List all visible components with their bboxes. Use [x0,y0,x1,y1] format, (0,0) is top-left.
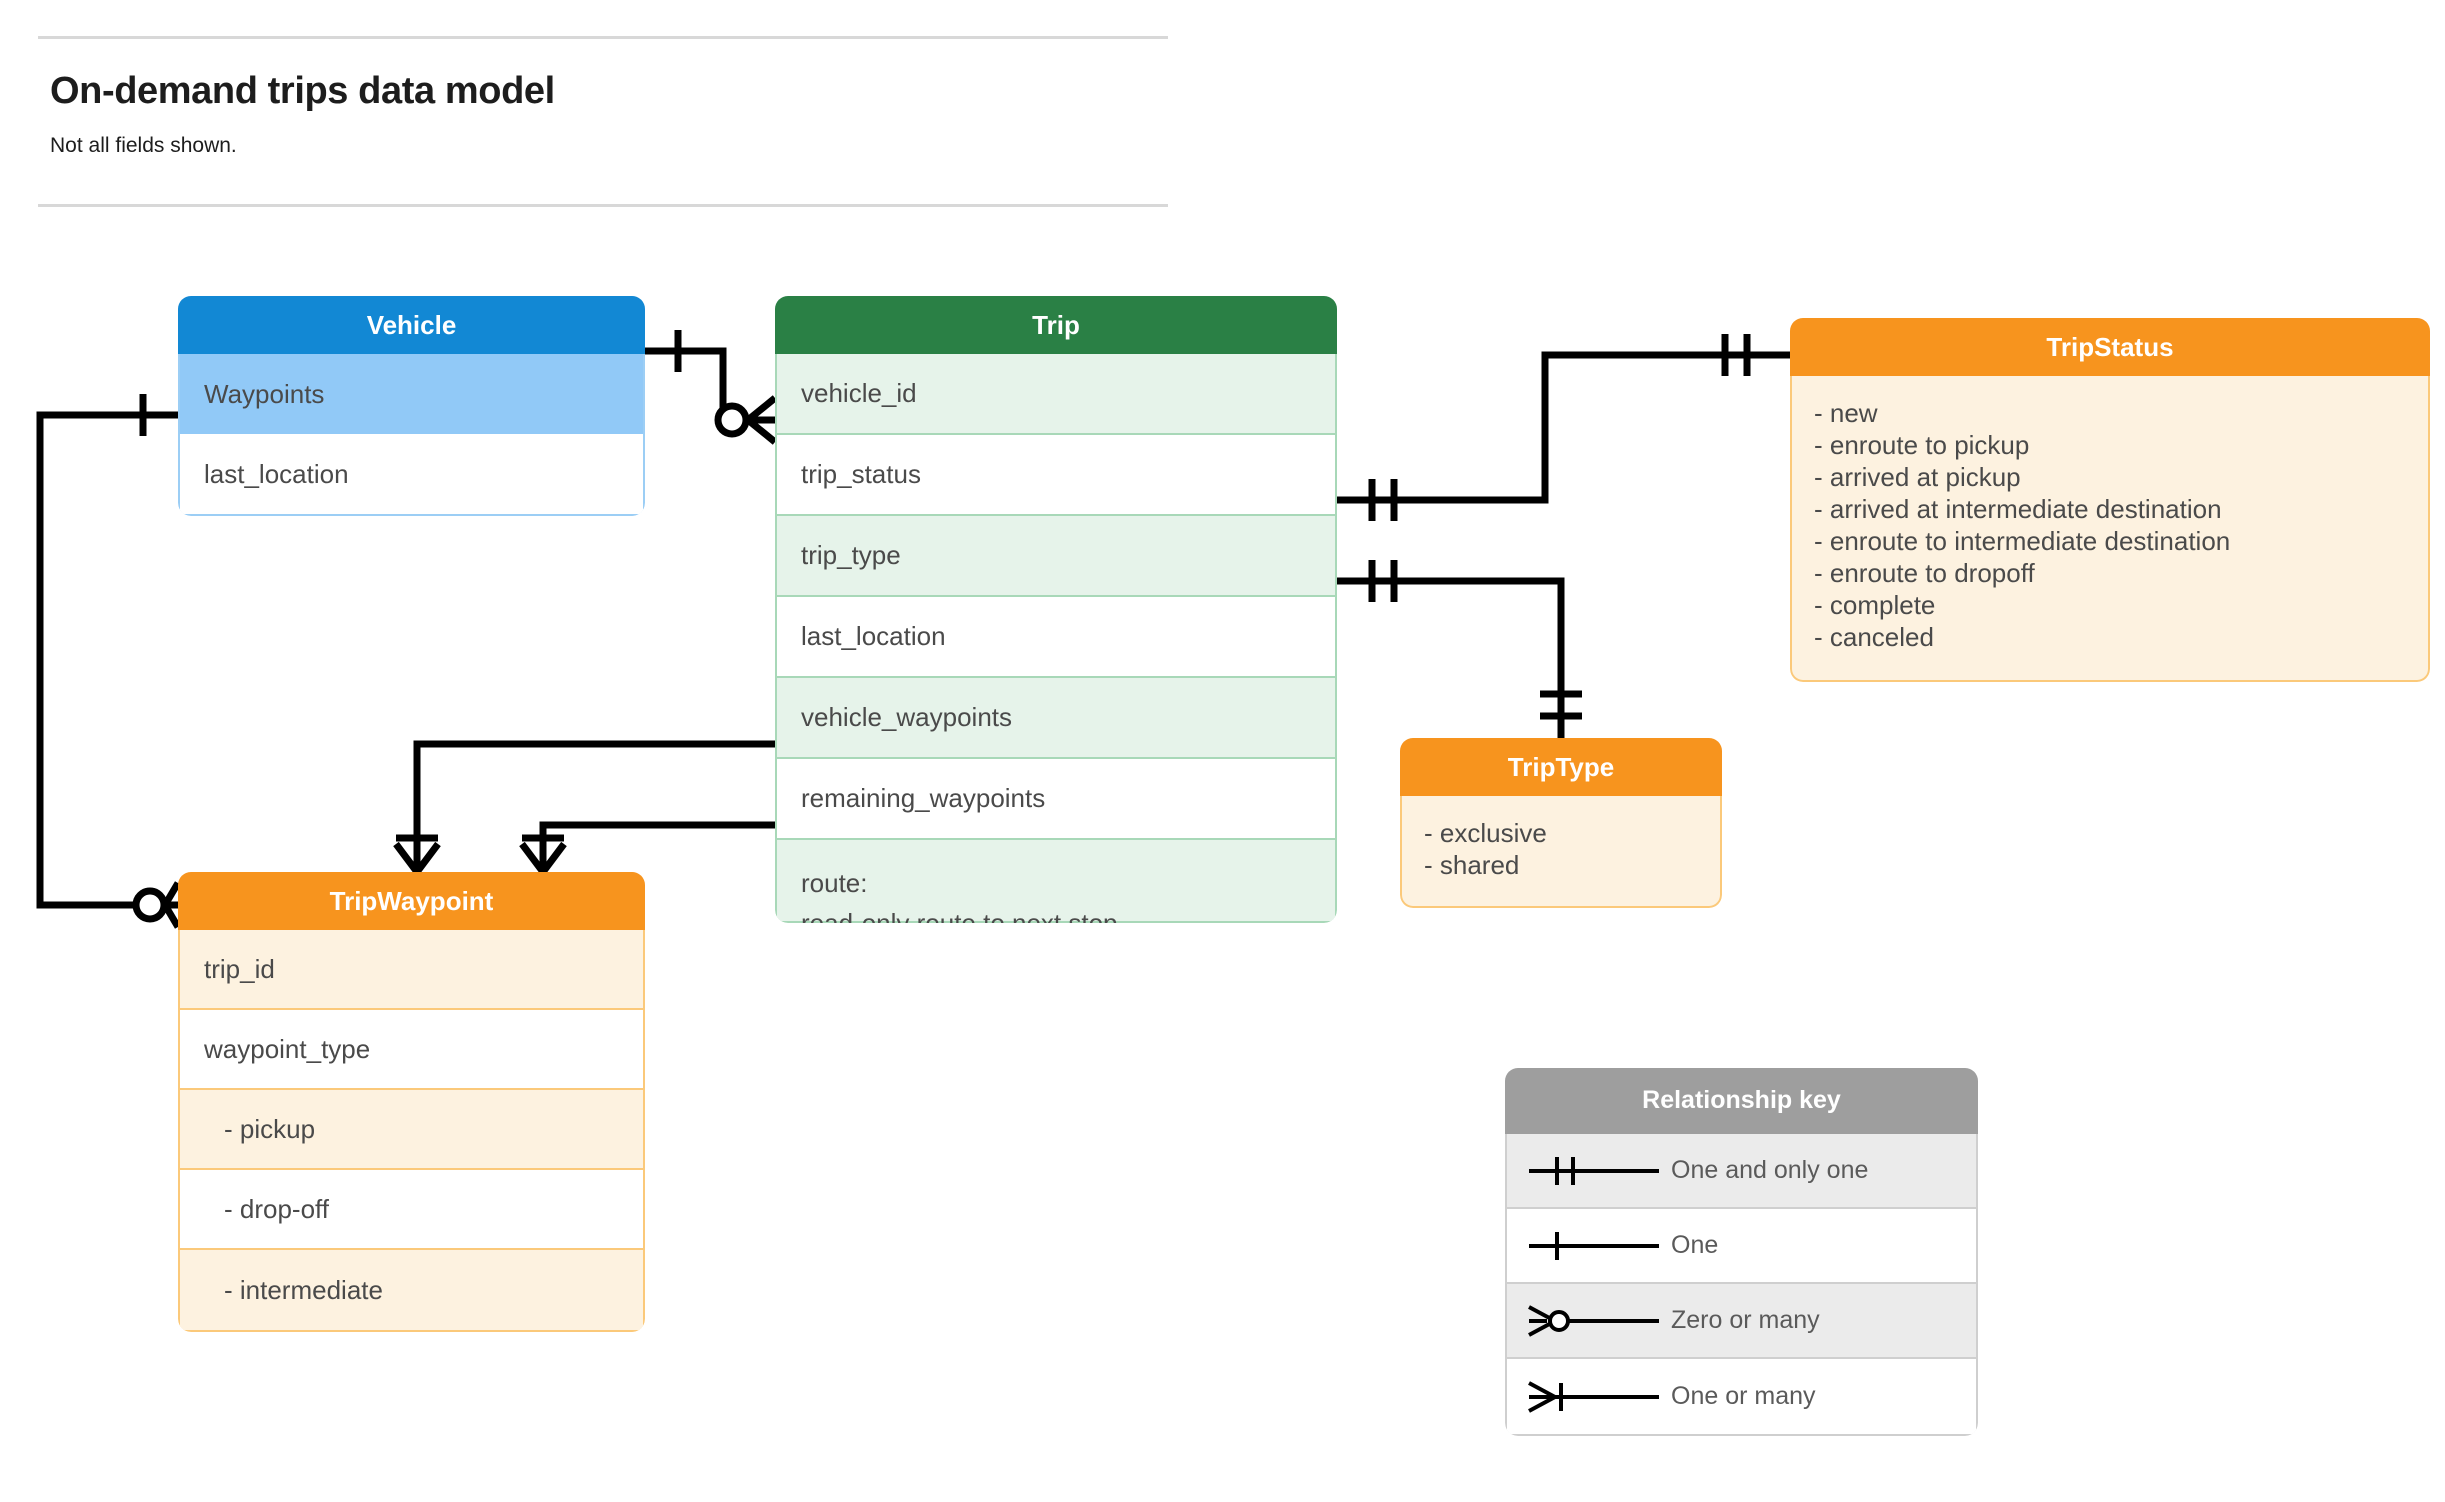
entity-tripwaypoint-title: TripWaypoint [178,872,645,930]
entity-vehicle[interactable]: Vehicle Waypoints last_location [178,296,645,516]
field-row[interactable]: last_location [777,597,1335,678]
legend-row: One or many [1507,1359,1976,1434]
field-row[interactable]: trip_type [777,516,1335,597]
enum-value: - complete [1814,589,1936,620]
one-and-only-one-icon [1521,1151,1671,1191]
entity-trip-fields: vehicle_id trip_status trip_type last_lo… [775,354,1337,923]
field-row[interactable]: vehicle_id [777,354,1335,435]
enum-value: - enroute to pickup [1814,429,2030,460]
relationship-key-panel: Relationship key One and only one [1505,1068,1978,1436]
legend-row: One [1507,1209,1976,1284]
relationship-key-rows: One and only one One [1505,1134,1978,1436]
field-row-route[interactable]: route: read-only route to next stop [777,840,1335,923]
enum-value: - shared [1424,849,1520,880]
field-row[interactable]: trip_id [180,930,643,1010]
field-route-description: read-only route to next stop [801,907,1118,923]
enum-value: - enroute to dropoff [1814,557,2035,588]
entity-triptype[interactable]: TripType - exclusive - shared [1400,738,1722,908]
legend-row: Zero or many [1507,1284,1976,1359]
field-row-enum[interactable]: - pickup [180,1090,643,1170]
legend-row: One and only one [1507,1134,1976,1209]
entity-tripstatus-title: TripStatus [1790,318,2430,376]
legend-label: One or many [1671,1382,1816,1410]
legend-label: One and only one [1671,1156,1869,1184]
zero-or-many-icon [1521,1301,1671,1341]
field-row-enum[interactable]: - drop-off [180,1170,643,1250]
header-divider-bottom [38,204,1168,207]
enum-value: - new [1814,398,1878,428]
field-row[interactable]: vehicle_waypoints [777,678,1335,759]
field-row[interactable]: Waypoints [180,354,643,434]
entity-trip[interactable]: Trip vehicle_id trip_status trip_type la… [775,296,1337,923]
page-subtitle: Not all fields shown. [50,134,237,157]
legend-label: One [1671,1231,1719,1259]
one-or-many-icon [1521,1377,1671,1417]
header-divider-top [38,36,1168,39]
enum-value: - arrived at intermediate destination [1814,493,2222,524]
enum-value: - canceled [1814,621,1934,652]
legend-label: Zero or many [1671,1306,1820,1334]
enum-value: - enroute to intermediate destination [1814,525,2231,556]
entity-vehicle-fields: Waypoints last_location [178,354,645,516]
entity-trip-title: Trip [775,296,1337,354]
entity-triptype-title: TripType [1400,738,1722,796]
field-row[interactable]: last_location [180,434,643,514]
relationship-key-title: Relationship key [1505,1068,1978,1134]
field-row-enum[interactable]: - intermediate [180,1250,643,1330]
field-row[interactable]: trip_status [777,435,1335,516]
entity-tripwaypoint[interactable]: TripWaypoint trip_id waypoint_type - pic… [178,872,645,1332]
entity-vehicle-title: Vehicle [178,296,645,354]
page-title: On-demand trips data model [50,70,555,112]
entity-tripstatus[interactable]: TripStatus - new - enroute to pickup - a… [1790,318,2430,682]
field-route-label: route: [801,868,868,898]
field-row[interactable]: remaining_waypoints [777,759,1335,840]
one-icon [1521,1226,1671,1266]
entity-tripstatus-values: - new - enroute to pickup - arrived at p… [1790,376,2430,682]
enum-value: - exclusive [1424,818,1547,848]
entity-tripwaypoint-fields: trip_id waypoint_type - pickup - drop-of… [178,930,645,1332]
enum-value: - arrived at pickup [1814,461,2021,492]
entity-triptype-values: - exclusive - shared [1400,796,1722,908]
field-row[interactable]: waypoint_type [180,1010,643,1090]
